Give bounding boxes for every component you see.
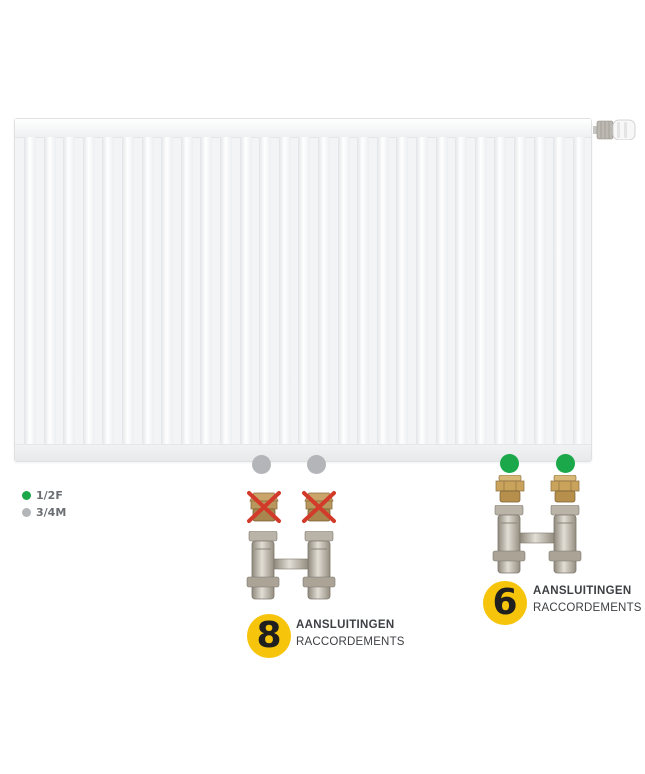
radiator-fin xyxy=(24,137,36,445)
h-block-valve-icon xyxy=(492,505,582,574)
crossed-out-adapter-icon xyxy=(247,491,281,523)
green-dot-icon xyxy=(22,491,31,500)
radiator-fin xyxy=(572,137,585,445)
radiator-fin xyxy=(533,137,546,445)
port-dot-1-2f-right xyxy=(556,454,575,473)
radiator-top-grille xyxy=(15,119,591,138)
label-raccordements: RACCORDEMENTS xyxy=(533,602,642,614)
radiator-fin xyxy=(514,137,526,445)
brass-adapter-icon xyxy=(495,475,525,503)
radiator-fin xyxy=(396,137,409,445)
port-dot-3-4m-right xyxy=(307,455,326,474)
legend-label: 1/2F xyxy=(36,489,63,502)
radiator-fin xyxy=(416,137,428,445)
radiator-fin xyxy=(553,137,566,445)
brass-adapter-icon xyxy=(550,475,580,503)
radiator-fin xyxy=(141,137,154,445)
radiator-fin xyxy=(63,137,76,445)
radiator-fin xyxy=(298,137,311,445)
radiator-fin xyxy=(122,137,134,445)
radiator-fin xyxy=(494,137,507,445)
radiator-fin xyxy=(259,137,272,445)
label-aansluitingen: AANSLUITINGEN xyxy=(533,585,632,597)
radiator-fin xyxy=(180,137,193,445)
radiator-fin xyxy=(337,137,350,445)
connection-count-label-6: AANSLUITINGEN RACCORDEMENTS xyxy=(533,583,642,617)
legend-item-3-4m: 3/4M xyxy=(22,504,66,521)
crossed-out-adapter-icon xyxy=(302,491,336,523)
radiator-fin xyxy=(239,137,252,445)
radiator-fin xyxy=(200,137,213,445)
radiator-fin xyxy=(102,137,115,445)
legend: 1/2F 3/4M xyxy=(22,487,66,521)
legend-item-1-2f: 1/2F xyxy=(22,487,66,504)
radiator-fin xyxy=(161,137,174,445)
label-raccordements: RACCORDEMENTS xyxy=(296,636,405,648)
panel-radiator xyxy=(14,118,592,462)
gray-dot-icon xyxy=(22,508,31,517)
legend-label: 3/4M xyxy=(36,506,67,519)
port-dot-1-2f-left xyxy=(500,454,519,473)
label-aansluitingen: AANSLUITINGEN xyxy=(296,619,395,631)
connection-count-badge-8: 8 xyxy=(247,614,291,658)
radiator-fin xyxy=(220,137,232,445)
radiator-fin xyxy=(43,137,56,445)
radiator-fin xyxy=(357,137,370,445)
radiator-fin xyxy=(474,137,487,445)
radiator-fins xyxy=(15,137,591,445)
radiator-fin xyxy=(82,137,95,445)
radiator-fin xyxy=(278,137,291,445)
port-dot-3-4m-left xyxy=(252,455,271,474)
radiator-fin xyxy=(318,137,330,445)
connection-count-label-8: AANSLUITINGEN RACCORDEMENTS xyxy=(296,617,405,651)
radiator-fin xyxy=(435,137,448,445)
radiator-fin xyxy=(376,137,389,445)
h-block-valve-icon xyxy=(246,531,336,600)
thermostatic-valve-icon xyxy=(593,119,636,140)
radiator-bottom-edge xyxy=(15,444,591,461)
radiator-fin xyxy=(455,137,468,445)
connection-count-badge-6: 6 xyxy=(483,581,527,625)
